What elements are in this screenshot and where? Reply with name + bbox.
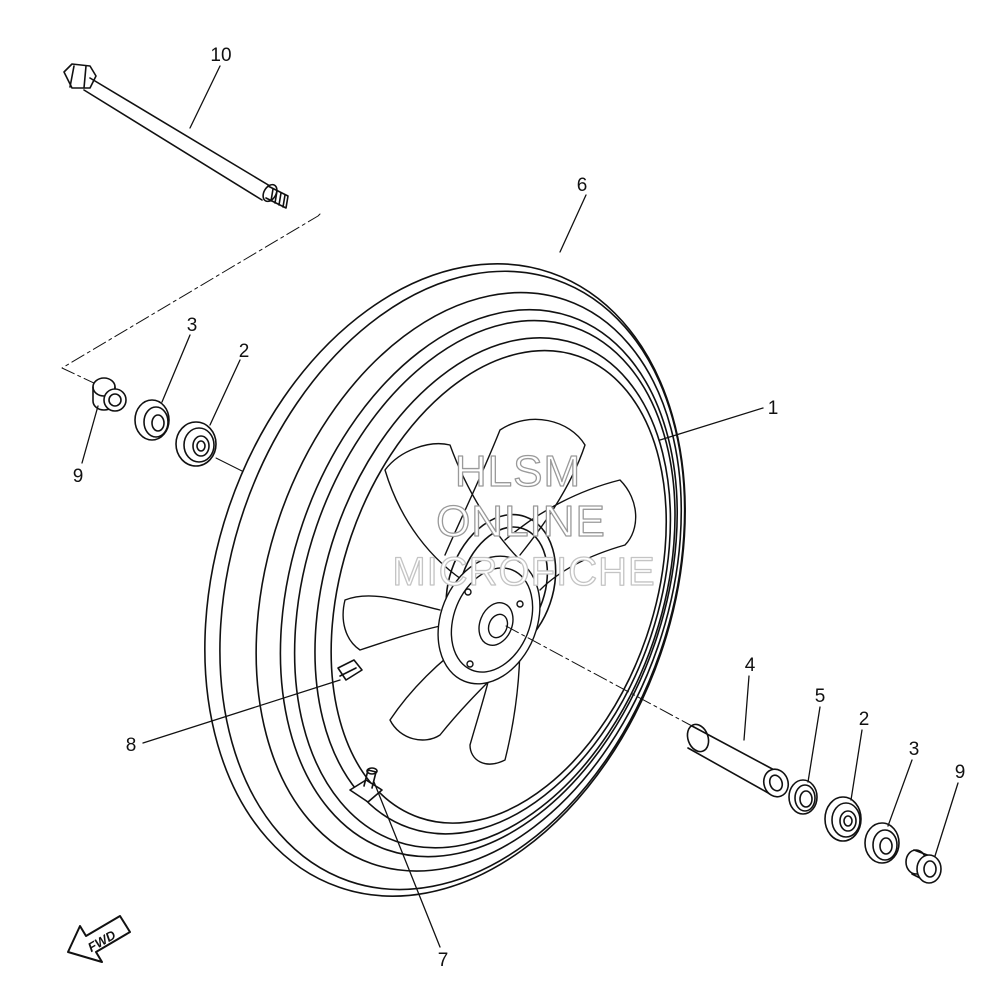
tire-valve	[349, 767, 383, 803]
callout-10: 10	[210, 45, 231, 66]
callout-labels: 10 6 3 2 9 1 4 5 2 3 9 8 7	[73, 45, 966, 971]
callout-1: 1	[768, 398, 779, 419]
fwd-arrow-icon: FWD	[67, 915, 131, 963]
callout-8: 8	[126, 735, 137, 756]
spacer-right	[788, 779, 818, 815]
watermark-line-2: ONLINE	[436, 497, 606, 546]
centerline-right	[505, 625, 693, 727]
bearing-right	[824, 796, 862, 842]
oil-seal-right	[864, 822, 900, 864]
wheel-spokes	[342, 418, 637, 765]
callout-9-right: 9	[955, 762, 966, 783]
hub-flange	[437, 555, 541, 685]
watermark-line-3: MICROFICHE	[392, 550, 655, 594]
centerline-left	[61, 213, 321, 385]
spacer-right-outer	[905, 849, 942, 884]
callout-9-left: 9	[73, 466, 84, 487]
balance-weight	[337, 659, 363, 681]
leader-lines	[81, 65, 959, 948]
axle-bolt	[63, 63, 289, 209]
watermark-line-1: HLSM	[455, 447, 581, 496]
callout-2-right: 2	[859, 709, 870, 730]
collar	[686, 723, 790, 798]
callout-6: 6	[577, 175, 588, 196]
bearing-left	[175, 421, 217, 467]
callout-3-left: 3	[187, 315, 198, 336]
callout-3-right: 3	[909, 739, 920, 760]
watermark: HLSM ONLINE MICROFICHE	[392, 446, 656, 594]
callout-5: 5	[815, 686, 826, 707]
callout-4: 4	[745, 655, 756, 676]
oil-seal-left	[134, 399, 170, 441]
callout-2-left: 2	[239, 341, 250, 362]
callout-7: 7	[438, 950, 449, 971]
spacer-left	[92, 377, 127, 412]
centerline-left-bearing	[215, 457, 247, 474]
